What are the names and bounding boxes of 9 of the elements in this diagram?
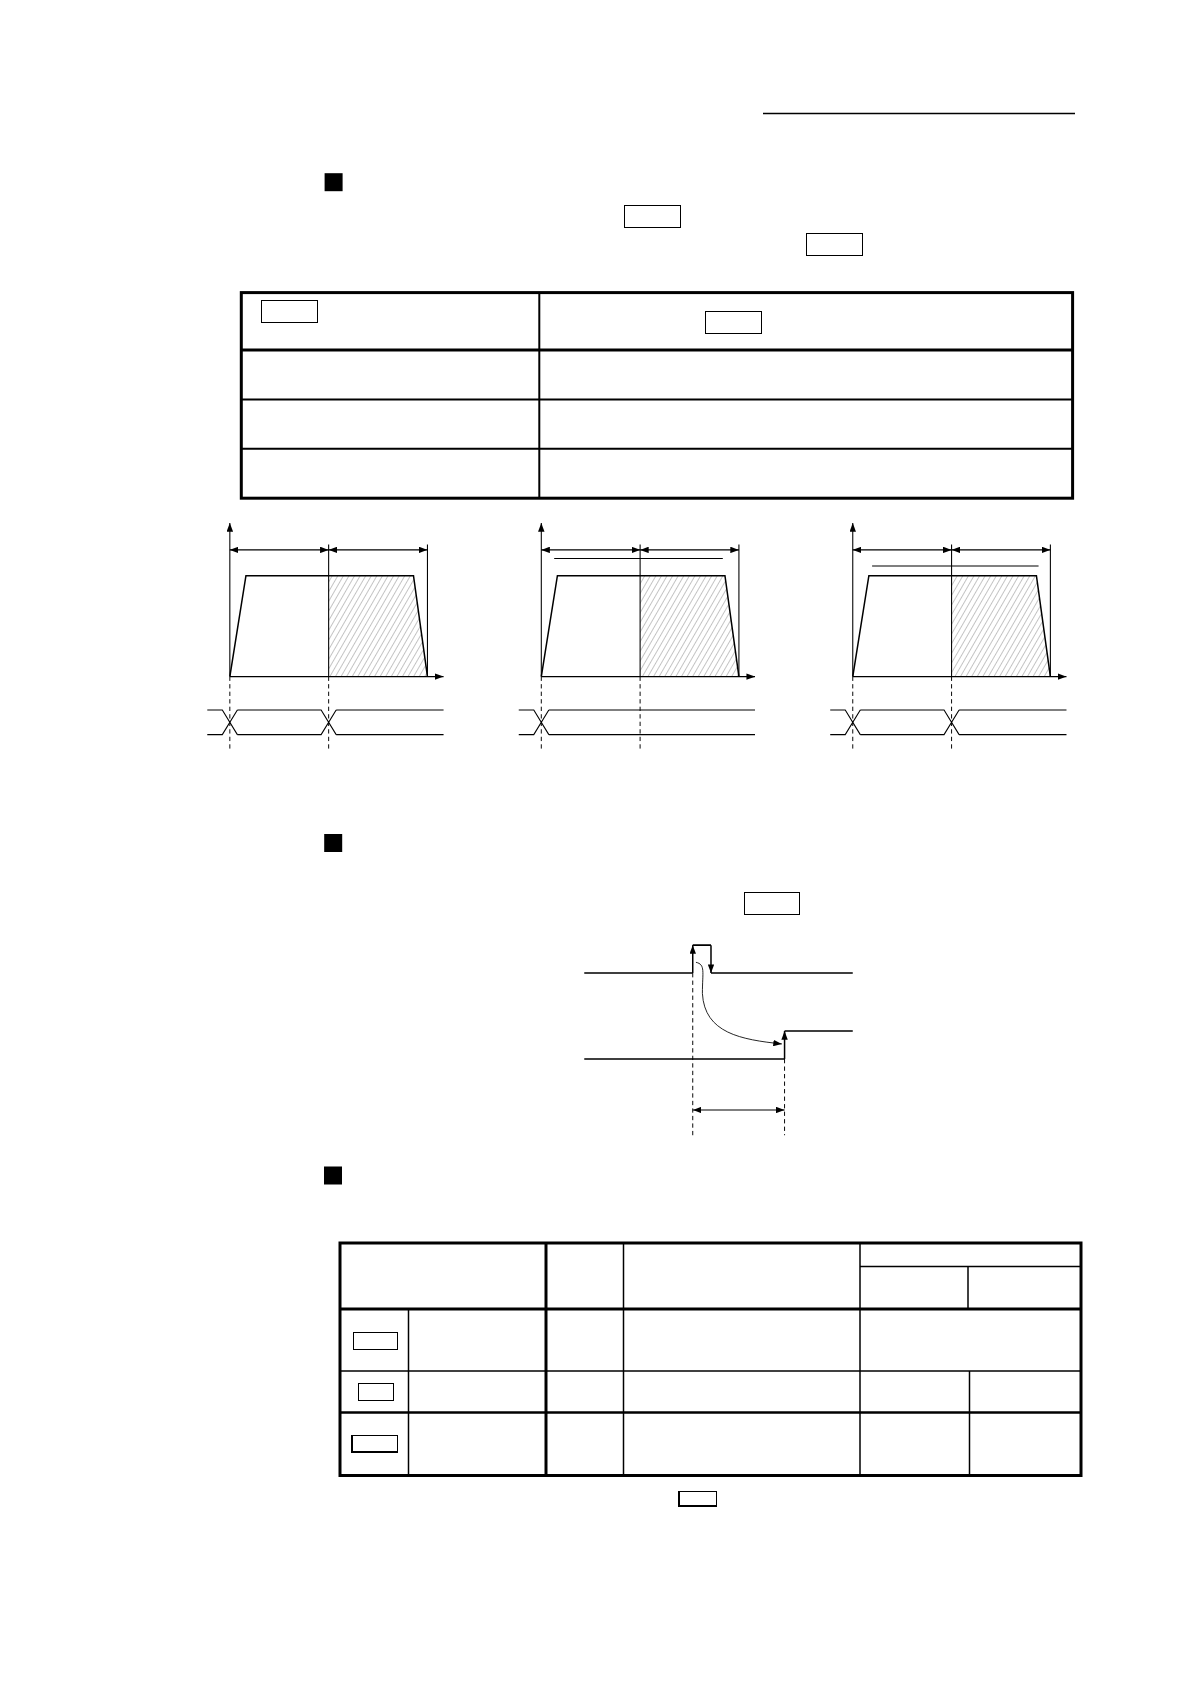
empty-box <box>261 300 318 323</box>
empty-box <box>357 1383 394 1401</box>
empty-box <box>351 1434 398 1453</box>
empty-box <box>806 233 863 256</box>
empty-box <box>743 892 800 915</box>
empty-box <box>705 311 762 334</box>
empty-box <box>624 205 681 228</box>
empty-box <box>678 1491 717 1507</box>
empty-box <box>352 1332 398 1350</box>
